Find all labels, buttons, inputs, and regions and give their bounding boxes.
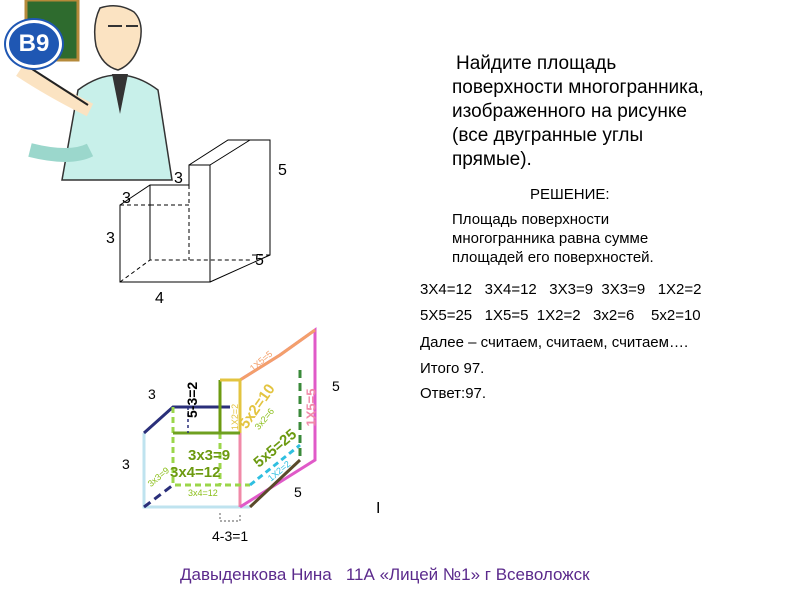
colored-polyhedron-figure xyxy=(142,327,317,522)
face-area-label: 1X5=5 xyxy=(303,388,319,427)
dimension-label: 5 xyxy=(255,252,264,269)
solution-text: многогранника равна сумме xyxy=(452,230,649,247)
solution-intro: Площадь поверхности многогранника равна … xyxy=(452,210,752,267)
text-cursor: I xyxy=(376,500,381,517)
dimension-label: 3 xyxy=(106,230,115,247)
calculation-line: 5X5=25 1X5=5 1X2=2 3x2=6 5x2=10 xyxy=(420,307,701,324)
dimension-label: 4-3=1 xyxy=(212,528,249,544)
task-line: (все двугранные углы xyxy=(452,125,644,146)
solution-next: Далее – считаем, считаем, считаем…. xyxy=(420,334,689,351)
task-number-badge: B9 xyxy=(6,20,62,68)
solution-text: площадей его поверхностей. xyxy=(452,249,654,266)
face-area-label: 3x4=12 xyxy=(188,488,218,498)
solution-text: Площадь поверхности xyxy=(452,211,610,228)
dimension-label: 5 xyxy=(278,162,287,179)
task-line: прямые). xyxy=(452,149,532,170)
solution-heading: РЕШЕНИЕ: xyxy=(530,186,610,203)
dimension-label: 3 xyxy=(148,386,156,402)
polyhedron-figure xyxy=(119,139,271,283)
dimension-label: 3 xyxy=(122,456,130,472)
task-line: изображенного на рисунке xyxy=(452,101,687,122)
calculation-line: 3X4=12 3X4=12 3X3=9 3X3=9 1X2=2 xyxy=(420,281,702,298)
dimension-label: 5 xyxy=(332,378,340,394)
task-line: поверхности многогранника, xyxy=(452,77,704,98)
solution-answer: Ответ:97. xyxy=(420,385,487,402)
dimension-label: 5-3=2 xyxy=(184,381,200,418)
footer-author: Давыденкова Нина 11А «Лицей №1» г Всевол… xyxy=(180,565,590,584)
solution-total: Итого 97. xyxy=(420,360,485,377)
dimension-label: 3 xyxy=(174,170,183,187)
task-statement: Найдите площадь поверхности многогранник… xyxy=(452,52,792,172)
task-line: Найдите площадь xyxy=(456,53,617,74)
face-area-label: 3x4=12 xyxy=(170,464,221,481)
face-area-label: 1X2=2 xyxy=(230,403,241,431)
dimension-label: 5 xyxy=(294,484,302,500)
dimension-label: 3 xyxy=(122,190,131,207)
dimension-label: 4 xyxy=(155,290,164,307)
teacher-illustration xyxy=(16,0,173,181)
face-area-label: 3x3=9 xyxy=(188,447,231,464)
